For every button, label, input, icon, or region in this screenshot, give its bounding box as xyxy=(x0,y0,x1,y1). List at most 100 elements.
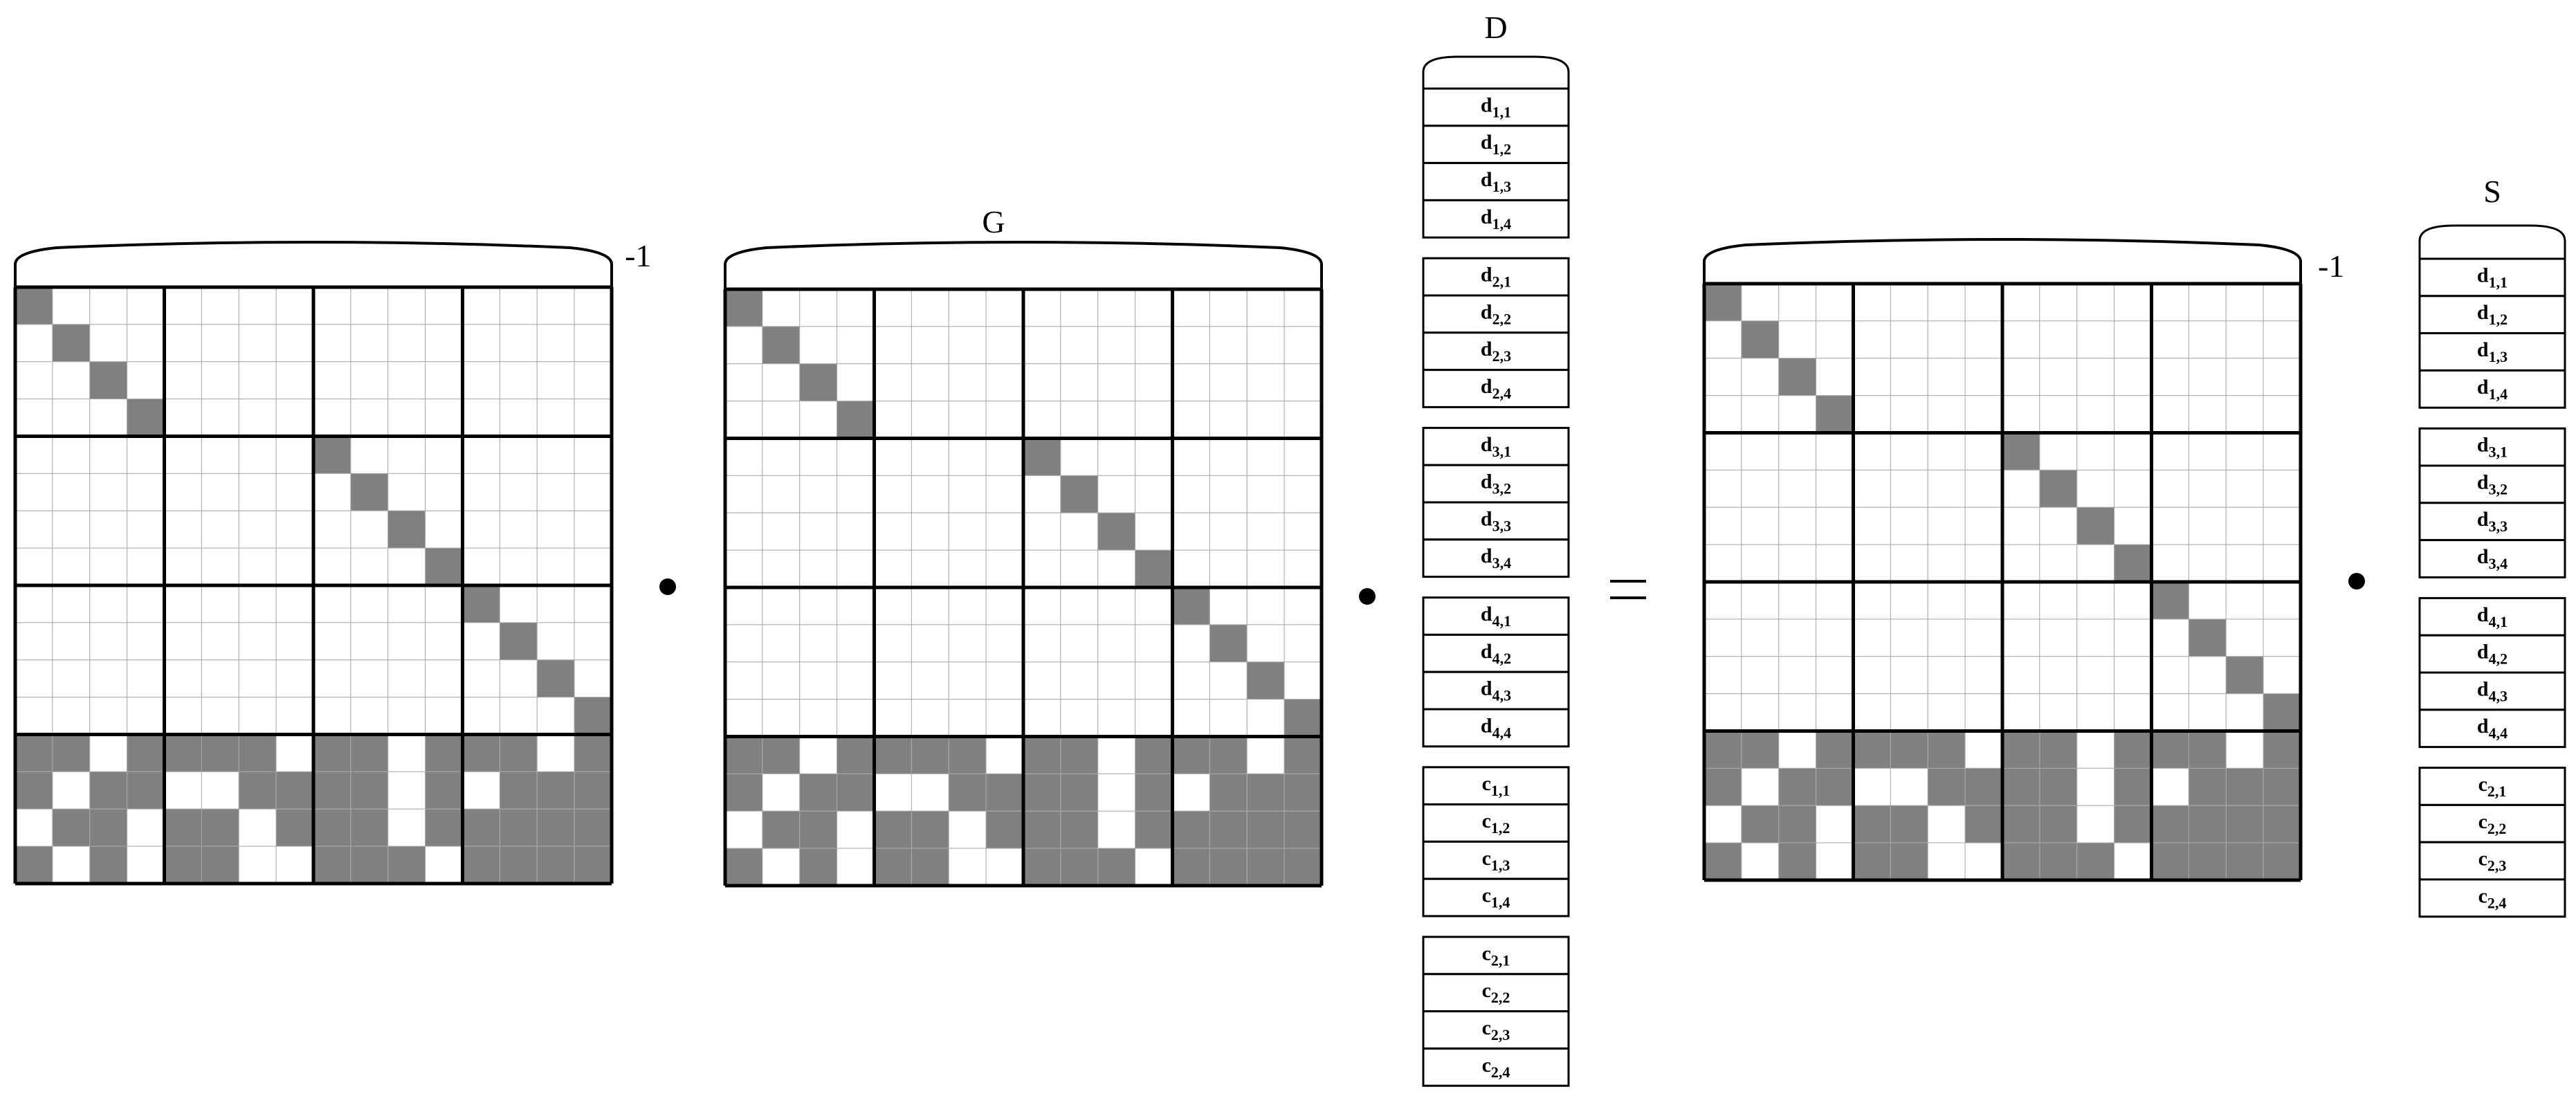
matrix-cell-empty xyxy=(2151,358,2189,396)
matrix-cell-empty xyxy=(52,659,91,698)
matrix-cell-empty xyxy=(1741,767,1780,806)
matrix-cell-empty xyxy=(1023,363,1061,402)
vector-entry: d4,1 xyxy=(1481,603,1511,630)
matrix-cell-empty xyxy=(574,473,612,511)
matrix-cell-empty xyxy=(1927,469,1966,508)
vector-cell xyxy=(2418,841,2566,881)
matrix-cell-empty xyxy=(985,401,1024,439)
matrix-cell-empty xyxy=(799,624,838,663)
matrix-cell-filled xyxy=(1097,848,1136,886)
matrix-cell-empty xyxy=(52,846,91,884)
matrix-cell-empty xyxy=(1927,432,1966,471)
entry-subscript: 2,3 xyxy=(1491,1026,1510,1043)
matrix-cell-empty xyxy=(275,734,314,772)
matrix-cell-empty xyxy=(762,699,801,737)
matrix-cell-filled xyxy=(15,734,53,772)
matrix-cell-empty xyxy=(1023,587,1061,625)
vector-entry: d1,4 xyxy=(2477,376,2508,403)
matrix-cell-filled xyxy=(238,771,277,810)
matrix-cell-filled xyxy=(462,734,500,772)
matrix-cell-empty xyxy=(1853,656,1891,695)
matrix-cell-empty xyxy=(1060,512,1099,551)
matrix-cell-filled xyxy=(2188,731,2227,769)
vector-cell xyxy=(2418,803,2566,843)
matrix-cell-empty xyxy=(1964,283,2003,322)
matrix-cell-filled xyxy=(2039,767,2078,806)
matrix-cell-empty xyxy=(874,624,912,663)
matrix-cell-filled xyxy=(837,773,875,812)
vector-cell xyxy=(2418,767,2566,806)
matrix-cell-empty xyxy=(1135,438,1173,476)
entry-symbol: d xyxy=(2477,677,2489,700)
matrix-cell-empty xyxy=(1816,805,1854,843)
matrix-cell-empty xyxy=(1927,320,1966,359)
matrix-cell-empty xyxy=(15,361,53,400)
entry-symbol: c xyxy=(1482,979,1491,1002)
matrix-cell-empty xyxy=(201,697,239,735)
vector-entry: d3,2 xyxy=(1481,471,1511,497)
matrix-cell-empty xyxy=(201,399,239,437)
matrix-cell-empty xyxy=(1060,289,1099,327)
matrix-cell-empty xyxy=(2151,506,2189,545)
matrix-cell-empty xyxy=(1853,432,1891,471)
matrix-cell-filled xyxy=(1778,805,1817,843)
matrix-cell-empty xyxy=(2002,619,2040,657)
matrix-cell-filled xyxy=(837,736,875,774)
vector-cell xyxy=(1422,633,1570,673)
matrix-cell-empty xyxy=(1097,289,1136,327)
vector-entry: c1,1 xyxy=(1482,772,1510,799)
matrix-cell-empty xyxy=(164,547,202,586)
matrix-cell-filled xyxy=(2114,731,2152,769)
matrix-cell-empty xyxy=(238,585,277,623)
matrix-cell-empty xyxy=(425,324,463,363)
matrix-cell-empty xyxy=(1023,549,1061,588)
matrix-cell-filled xyxy=(948,736,987,774)
matrix-cell-filled xyxy=(2225,767,2264,806)
matrix-cell-empty xyxy=(1890,506,1928,545)
matrix-cell-empty xyxy=(1964,395,2003,433)
matrix-cell-empty xyxy=(127,846,165,884)
matrix-cell-empty xyxy=(911,326,949,365)
matrix-cell-empty xyxy=(201,436,239,474)
matrix-cell-filled xyxy=(1246,773,1285,812)
vector-entry: d1,3 xyxy=(2477,338,2508,365)
vector-cell xyxy=(1422,708,1570,748)
matrix-cell-empty xyxy=(2188,693,2227,731)
vector-entry: d3,2 xyxy=(2477,471,2508,497)
vector-group: c2,1c2,2c2,3c2,4 xyxy=(2418,767,2566,918)
entry-subscript: 2,1 xyxy=(1491,951,1510,969)
matrix-cell-empty xyxy=(1209,587,1248,625)
matrix-cell-empty xyxy=(2188,581,2227,620)
matrix-cell-filled xyxy=(2002,805,2040,843)
vector-entry: d3,3 xyxy=(2477,508,2508,535)
matrix-cell-empty xyxy=(724,587,763,625)
vector-cell xyxy=(2418,427,2566,467)
matrix-cell-empty xyxy=(2225,506,2264,545)
matrix-cell-empty xyxy=(350,436,389,474)
matrix-cell-empty xyxy=(238,547,277,586)
matrix-cell-empty xyxy=(1172,326,1210,365)
matrix-cell-empty xyxy=(948,326,987,365)
matrix-cell-empty xyxy=(1060,438,1099,476)
matrix-cell-empty xyxy=(201,473,239,511)
vector-entry: d4,4 xyxy=(1481,714,1511,741)
matrix-cell-empty xyxy=(350,510,389,549)
matrix-cell-empty xyxy=(1927,544,1966,583)
matrix-cell-empty xyxy=(387,286,426,325)
matrix-cell-filled xyxy=(2002,432,2040,471)
matrix-cell-empty xyxy=(2151,395,2189,433)
matrix-cell-filled xyxy=(2151,842,2189,881)
matrix-cell-empty xyxy=(2263,432,2301,471)
matrix-cell-empty xyxy=(1853,320,1891,359)
matrix-cell-empty xyxy=(1703,693,1742,731)
matrix-cell-empty xyxy=(762,438,801,476)
matrix-cell-empty xyxy=(1778,469,1817,508)
matrix-cell-filled xyxy=(724,848,763,886)
matrix-cell-empty xyxy=(2076,731,2115,769)
vector-entry: d1,1 xyxy=(2477,264,2508,291)
matrix-cell-empty xyxy=(89,585,128,623)
matrix-cell-filled xyxy=(1816,395,1854,433)
matrix-cell-empty xyxy=(462,473,500,511)
matrix-cell-empty xyxy=(985,624,1024,663)
vector-entry: d1,2 xyxy=(2477,301,2508,328)
